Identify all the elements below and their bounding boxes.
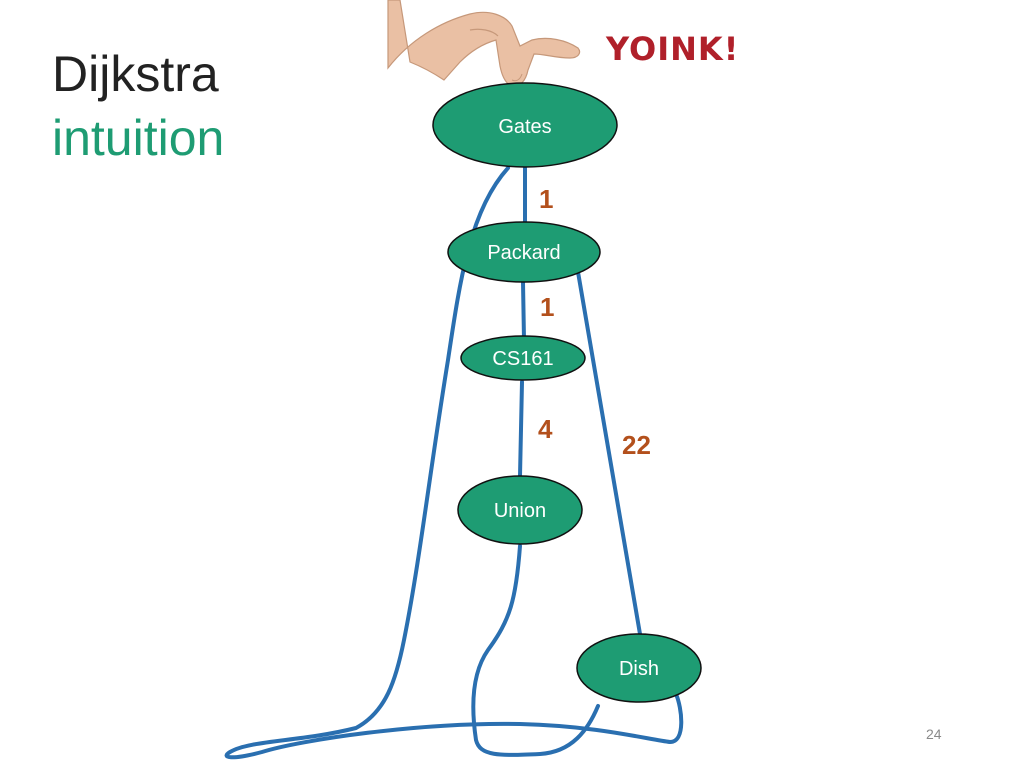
weight-cs161-union: 4 [538,414,553,444]
weight-gates-packard: 1 [539,184,553,214]
node-label-gates: Gates [498,116,551,138]
node-label-union: Union [494,500,546,522]
page-number: 24 [926,726,942,742]
nodes: Gates Packard CS161 Union Dish [432,82,702,703]
edges [224,166,684,760]
string-loop-right [471,544,600,757]
edge-cs161-union [518,380,524,478]
node-label-dish: Dish [619,658,659,680]
node-union[interactable]: Union [457,475,583,545]
edge-weights: 1 1 4 22 [538,184,651,460]
edge-packard-dish [576,270,642,636]
string-loop-left [224,166,684,760]
hand-pinching-icon [387,0,581,87]
node-packard[interactable]: Packard [447,221,601,283]
edge-packard-cs161 [521,280,526,342]
weight-packard-cs161: 1 [540,292,554,322]
slide-title: Dijkstra [52,46,219,102]
weight-packard-dish: 22 [622,430,651,460]
node-dish[interactable]: Dish [576,633,702,703]
node-gates[interactable]: Gates [432,82,618,168]
node-cs161[interactable]: CS161 [460,335,586,381]
yoink-exclamation: YOINK! [606,30,740,68]
node-label-cs161: CS161 [492,348,553,370]
slide-subtitle: intuition [52,110,225,166]
node-label-packard: Packard [487,242,560,264]
